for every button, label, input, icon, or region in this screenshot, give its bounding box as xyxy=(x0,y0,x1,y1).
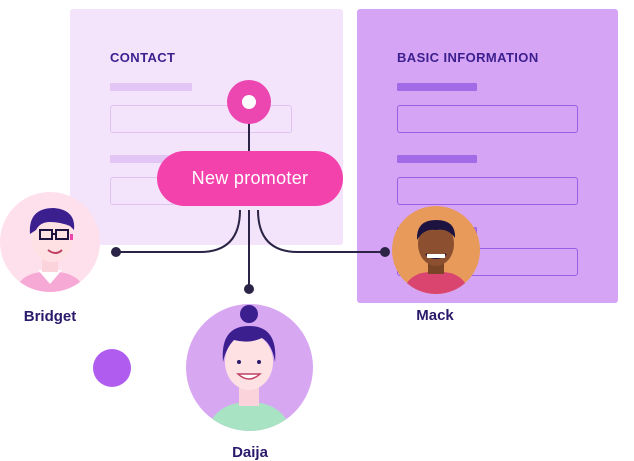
bridget-connector-line xyxy=(116,209,241,253)
mack-connector-line xyxy=(257,209,385,253)
connector-pin-icon xyxy=(227,80,271,124)
pin-center-dot xyxy=(242,95,256,109)
mack-name: Mack xyxy=(416,307,454,324)
new-promoter-label: New promoter xyxy=(191,168,309,188)
mack-connector-dot xyxy=(380,247,390,257)
contact-card-title: CONTACT xyxy=(110,50,176,65)
avatar-daija[interactable] xyxy=(186,304,313,431)
basic-field-1[interactable] xyxy=(397,105,578,133)
avatar-bridget[interactable] xyxy=(0,192,100,292)
basic-information-card-title: BASIC INFORMATION xyxy=(397,50,539,65)
bridget-connector-dot xyxy=(111,247,121,257)
avatar-mack[interactable] xyxy=(392,206,480,294)
basic-field-label-2 xyxy=(397,155,477,163)
bridget-name: Bridget xyxy=(23,308,77,325)
daija-connector-dot xyxy=(244,284,254,294)
decorative-dot xyxy=(93,349,131,387)
contact-field-1[interactable] xyxy=(110,105,292,133)
new-promoter-button[interactable]: New promoter xyxy=(157,151,343,206)
daija-name: Daija xyxy=(232,444,268,461)
contact-field-label-1 xyxy=(110,83,192,91)
contact-field-label-2 xyxy=(110,155,192,163)
basic-field-2[interactable] xyxy=(397,177,578,205)
basic-field-label-1 xyxy=(397,83,477,91)
